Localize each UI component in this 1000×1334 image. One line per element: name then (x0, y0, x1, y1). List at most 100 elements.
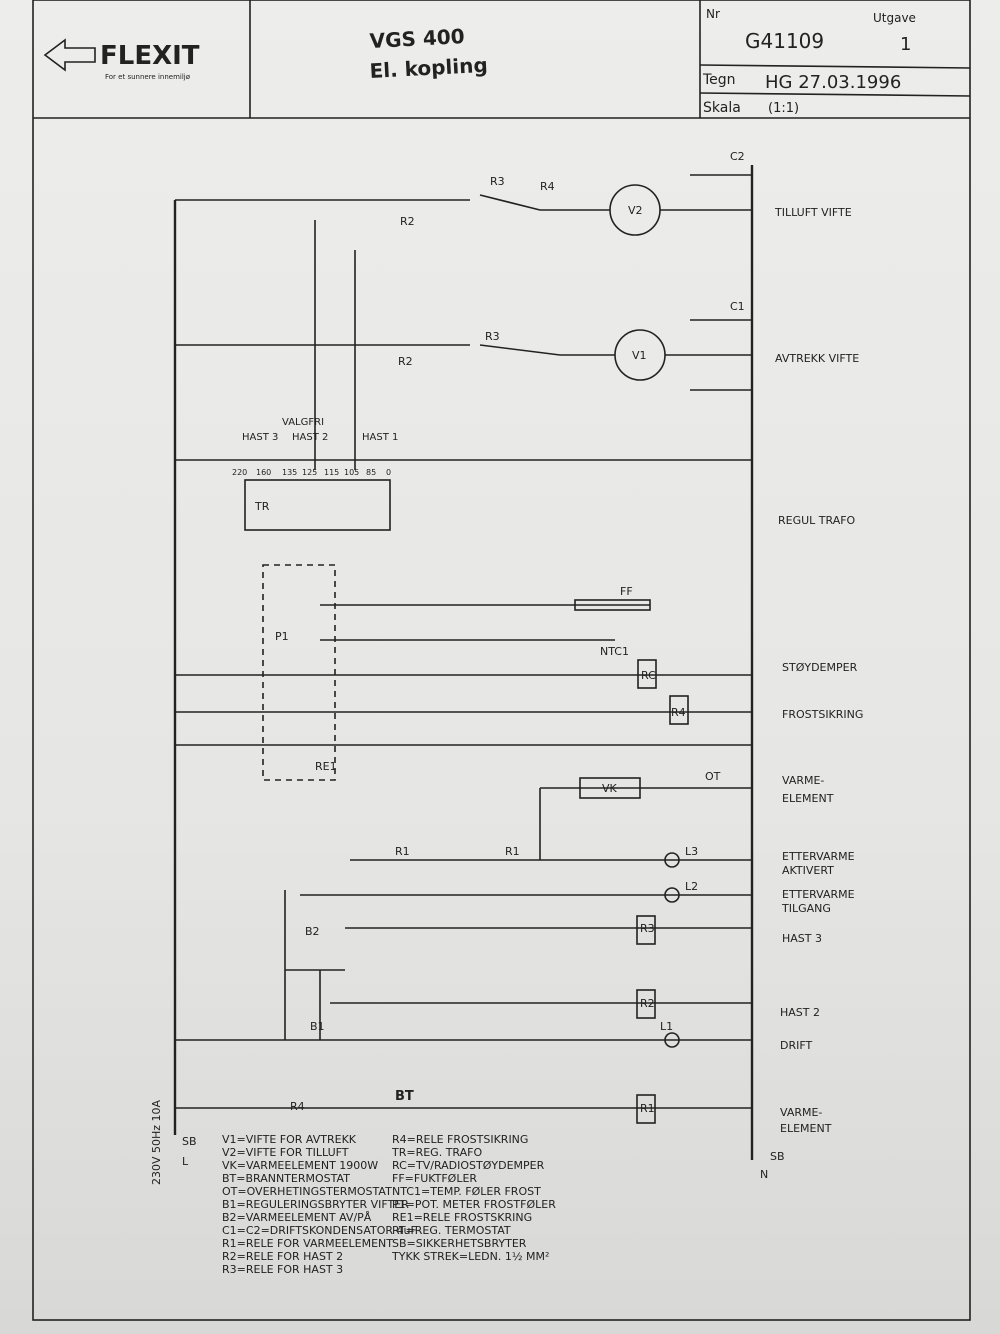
diagram-label: RE1=RELE FROSTSKRING (392, 1211, 532, 1224)
supply-rating: 230V 50Hz 10A (150, 1099, 163, 1185)
diagram-label: ELEMENT (780, 1122, 832, 1135)
legend-left: V1=VIFTE FOR AVTREKK V2=VIFTE FOR TILLUF… (222, 1133, 417, 1276)
diagram-label: VARME- (782, 774, 824, 787)
diagram-label: R2 (400, 215, 415, 228)
subtitle: El. kopling (369, 53, 488, 83)
diagram-label: OT (705, 770, 721, 783)
flexit-logo: FLEXIT For et sunnere innemiljø (43, 38, 200, 81)
skala-value: (1:1) (768, 101, 799, 116)
legend-right: R4=RELE FROSTSIKRING TR=REG. TRAFO RC=TV… (391, 1133, 556, 1263)
diagram-label: RT=REG. TERMOSTAT (392, 1224, 511, 1237)
circuit-wires (175, 174, 752, 1124)
utgave-value: 1 (900, 34, 911, 55)
nr-label: Nr (706, 7, 720, 21)
diagram-label: VK=VARMEELEMENT 1900W (222, 1159, 378, 1172)
diagram-label: TR=REG. TRAFO (391, 1146, 482, 1159)
diagram-label: N (760, 1168, 768, 1181)
diagram-label: L3 (685, 845, 698, 858)
diagram-label: V2=VIFTE FOR TILLUFT (222, 1146, 349, 1159)
diagram-label: RC=TV/RADIOSTØYDEMPER (392, 1159, 545, 1172)
diagram-label: HAST 2 (780, 1006, 820, 1019)
diagram-label: C2 (730, 150, 745, 163)
diagram-label: R4 (290, 1100, 305, 1113)
diagram-label: 115 (324, 468, 339, 477)
fan-v1-symbol (614, 329, 666, 381)
diagram-label: B1=REGULERINGSBRYTER VIFTER (222, 1198, 409, 1211)
diagram-label: R3 (640, 922, 655, 935)
diagram-label: OT=OVERHETINGSTERMOSTAT (222, 1185, 392, 1198)
sheet-border (32, 0, 971, 1321)
component-labels: V2 V1 R3 R2 R4 R3 R2 TR P1 RE1 VK RC R4 … (182, 150, 785, 1181)
diagram-label: 125 (302, 468, 317, 477)
diagram-label: TR (254, 500, 270, 513)
diagram-label: NTC1 (600, 645, 629, 658)
arrows-icon (43, 38, 96, 72)
diagram-label: ETTERVARME (782, 888, 855, 901)
diagram-label: FF=FUKTFØLER (392, 1172, 477, 1185)
diagram-label: FROSTSIKRING (782, 708, 863, 721)
tegn-value: HG 27.03.1996 (765, 72, 901, 93)
lamp-symbols (664, 852, 680, 1048)
diagram-label: FLEXIT (100, 41, 200, 71)
diagram-label: L1 (660, 1020, 673, 1033)
diagram-label: B2=VARMEELEMENT AV/PÅ (222, 1211, 372, 1224)
diagram-label: R1 (395, 845, 410, 858)
diagram-label: R1 (640, 1102, 655, 1115)
diagram-label: STØYDEMPER (782, 661, 858, 674)
diagram-label: V1 (632, 349, 647, 362)
diagram-label: R2 (640, 997, 655, 1010)
diagram-label: NTC1=TEMP. FØLER FROST (392, 1185, 541, 1198)
diagram-label: FF (620, 585, 633, 598)
diagram-label: VALGFRI (282, 417, 324, 428)
diagram-label: L2 (685, 880, 698, 893)
diagram-label: TILGANG (781, 902, 831, 915)
diagram-label: P1 (275, 630, 289, 643)
diagram-label: TILLUFT VIFTE (774, 206, 852, 219)
diagram-label: For et sunnere innemiljø (105, 73, 191, 81)
diagram-label: HAST 1 (362, 432, 398, 443)
diagram-label: HAST 3 (782, 932, 822, 945)
diagram-label: B2 (305, 925, 320, 938)
diagram-label: REGUL TRAFO (778, 514, 856, 527)
diagram-label: L (182, 1155, 189, 1168)
utgave-label: Utgave (873, 11, 916, 25)
diagram-label: BT (395, 1089, 414, 1104)
diagram-label: R3 (490, 175, 505, 188)
diagram-label: B1 (310, 1020, 325, 1033)
diagram-label: P1=POT. METER FROSTFØLER (392, 1198, 556, 1211)
diagram-label: R2 (398, 355, 413, 368)
diagram-label: HAST 3 (242, 432, 278, 443)
diagram-label: R4 (540, 180, 555, 193)
diagram-label: C1=C2=DRIFTSKONDENSATOR 4uF (222, 1224, 417, 1237)
diagram-label: 135 (282, 468, 297, 477)
diagram-label: V2 (628, 204, 643, 217)
diagram-label: SB (182, 1135, 197, 1148)
diagram-label: C1 (730, 300, 745, 313)
model-title: VGS 400 (369, 24, 465, 53)
diagram-label: 0 (386, 468, 391, 477)
tegn-label: Tegn (702, 72, 736, 88)
circuit-labels: TILLUFT VIFTE AVTREKK VIFTE REGUL TRAFO … (774, 206, 863, 1135)
nr-value: G41109 (745, 29, 824, 53)
diagram-label: RE1 (315, 760, 337, 773)
diagram-label: R4 (671, 706, 686, 719)
diagram-label: ETTERVARME (782, 850, 855, 863)
fan-v2-symbol (609, 184, 661, 236)
diagram-label: R3 (485, 330, 500, 343)
diagram-label: SB=SIKKERHETSBRYTER (392, 1237, 527, 1250)
diagram-label: 85 (366, 468, 376, 477)
diagram-label: ELEMENT (782, 792, 834, 805)
diagram-label: R4=RELE FROSTSIKRING (392, 1133, 528, 1146)
skala-label: Skala (703, 100, 741, 116)
diagram-label: 105 (344, 468, 359, 477)
diagram-label: SB (770, 1150, 785, 1163)
diagram-label: R1=RELE FOR VARMEELEMENT (222, 1237, 393, 1250)
diagram-label: AVTREKK VIFTE (775, 352, 859, 365)
diagram-label: RC (641, 669, 656, 682)
diagram-label: DRIFT (780, 1039, 812, 1052)
diagram-label: 220 (232, 468, 247, 477)
diagram-label: R3=RELE FOR HAST 3 (222, 1263, 343, 1276)
diagram-label: 160 (256, 468, 271, 477)
diagram-label: BT=BRANNTERMOSTAT (222, 1172, 350, 1185)
